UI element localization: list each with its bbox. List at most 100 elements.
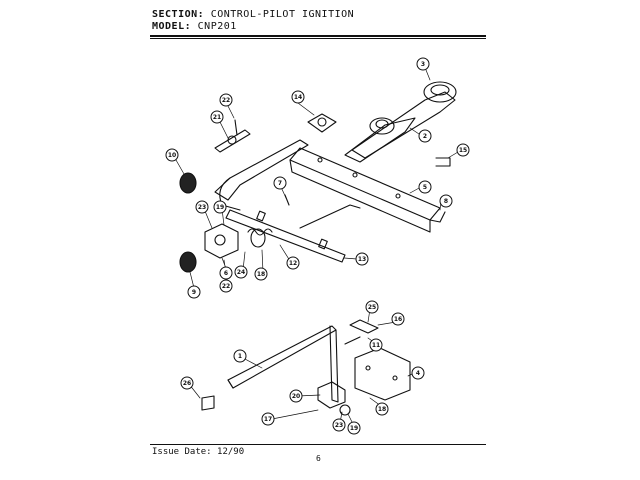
- model-number: CNP201: [197, 21, 237, 32]
- control-knob-top: [179, 172, 197, 194]
- callout-label: 12: [289, 260, 297, 267]
- callout-circle: [291, 90, 305, 104]
- callout-circle: [273, 176, 287, 190]
- callout-circle: [187, 285, 201, 299]
- callout-circle: [219, 279, 233, 293]
- callout-circle: [375, 402, 389, 416]
- callout-c17: 17: [261, 412, 275, 426]
- callout-circle: [418, 129, 432, 143]
- callout-circle: [355, 252, 369, 266]
- lower-valve: [317, 381, 346, 409]
- model-line: MODEL: CNP201: [152, 21, 237, 32]
- callout-circle: [456, 143, 470, 157]
- callout-circle: [213, 200, 227, 214]
- callout-c10: 10: [165, 148, 179, 162]
- callout-label: 6: [224, 270, 228, 277]
- burner-head-mid: [369, 117, 395, 135]
- wire-clip: [435, 157, 451, 167]
- callout-c22b: 22: [219, 279, 233, 293]
- callout-circle: [165, 148, 179, 162]
- callout-circle: [365, 300, 379, 314]
- callout-c7: 7: [273, 176, 287, 190]
- callout-c25: 25: [365, 300, 379, 314]
- callout-label: 7: [278, 180, 282, 187]
- callout-label: 25: [368, 304, 376, 311]
- callout-c20: 20: [289, 389, 303, 403]
- callout-label: 8: [444, 198, 448, 205]
- callout-label: 23: [198, 204, 206, 211]
- burner-head-top: [423, 81, 457, 103]
- callout-label: 15: [459, 147, 467, 154]
- callout-label: 26: [183, 380, 191, 387]
- callout-label: 19: [350, 425, 358, 432]
- callout-circle: [391, 312, 405, 326]
- callout-c8: 8: [439, 194, 453, 208]
- callout-circle: [286, 256, 300, 270]
- spring: [247, 228, 273, 236]
- callout-label: 16: [394, 316, 402, 323]
- burner-tube-mid: [344, 117, 416, 163]
- callout-c16: 16: [391, 312, 405, 326]
- section-title: CONTROL-PILOT IGNITION: [210, 9, 355, 20]
- callout-circle: [219, 266, 233, 280]
- page-number: 6: [316, 454, 321, 463]
- manifold-lower-tube: [225, 209, 346, 263]
- callout-circle: [416, 57, 430, 71]
- callout-c9: 9: [187, 285, 201, 299]
- callout-c2: 2: [418, 129, 432, 143]
- callout-circle: [195, 200, 209, 214]
- callout-c19b: 19: [347, 421, 361, 435]
- callout-label: 5: [423, 184, 427, 191]
- callout-circle: [369, 338, 383, 352]
- callout-label: 24: [237, 269, 245, 276]
- callout-c23b: 23: [332, 418, 346, 432]
- burner-tube-top: [351, 91, 456, 159]
- callout-label: 14: [294, 94, 302, 101]
- callout-circle: [289, 389, 303, 403]
- model-key: MODEL:: [152, 21, 192, 32]
- vertical-bracket: [329, 325, 339, 403]
- callout-c18b: 18: [375, 402, 389, 416]
- callout-circle: [254, 267, 268, 281]
- callout-c26: 26: [180, 376, 194, 390]
- callout-c3: 3: [416, 57, 430, 71]
- callout-label: 10: [168, 152, 176, 159]
- callout-label: 22: [222, 97, 230, 104]
- section-key: SECTION:: [152, 9, 205, 20]
- callout-label: 21: [213, 114, 221, 121]
- callout-circle: [418, 180, 432, 194]
- callout-c1: 1: [233, 349, 247, 363]
- callout-c14: 14: [291, 90, 305, 104]
- callout-label: 9: [192, 289, 196, 296]
- callout-circle: [411, 366, 425, 380]
- callout-c23a: 23: [195, 200, 209, 214]
- callout-label: 22: [222, 283, 230, 290]
- footer-rule: [150, 444, 486, 445]
- callout-circle: [439, 194, 453, 208]
- section-line: SECTION: CONTROL-PILOT IGNITION: [152, 9, 354, 20]
- callout-c5: 5: [418, 180, 432, 194]
- callout-label: 2: [423, 133, 427, 140]
- mounting-plate: [354, 347, 411, 401]
- issue-date: Issue Date: 12/90: [152, 447, 245, 457]
- callout-circle: [234, 265, 248, 279]
- callout-c21: 21: [210, 110, 224, 124]
- igniter-bracket: [307, 113, 337, 133]
- callout-label: 20: [292, 393, 300, 400]
- callout-c15: 15: [456, 143, 470, 157]
- callout-label: 4: [416, 370, 420, 377]
- callout-c13: 13: [355, 252, 369, 266]
- callout-c6: 6: [219, 266, 233, 280]
- small-bracket: [201, 395, 215, 411]
- gas-manifold-pipe: [214, 139, 309, 201]
- callout-label: 19: [216, 204, 224, 211]
- callout-label: 13: [358, 256, 366, 263]
- callout-label: 18: [257, 271, 265, 278]
- callout-label: 1: [238, 353, 242, 360]
- callout-circle: [219, 93, 233, 107]
- gas-valve-body: [204, 223, 239, 259]
- control-knob-bottom: [179, 251, 197, 273]
- callout-label: 23: [335, 422, 343, 429]
- pilot-assembly: [214, 129, 251, 153]
